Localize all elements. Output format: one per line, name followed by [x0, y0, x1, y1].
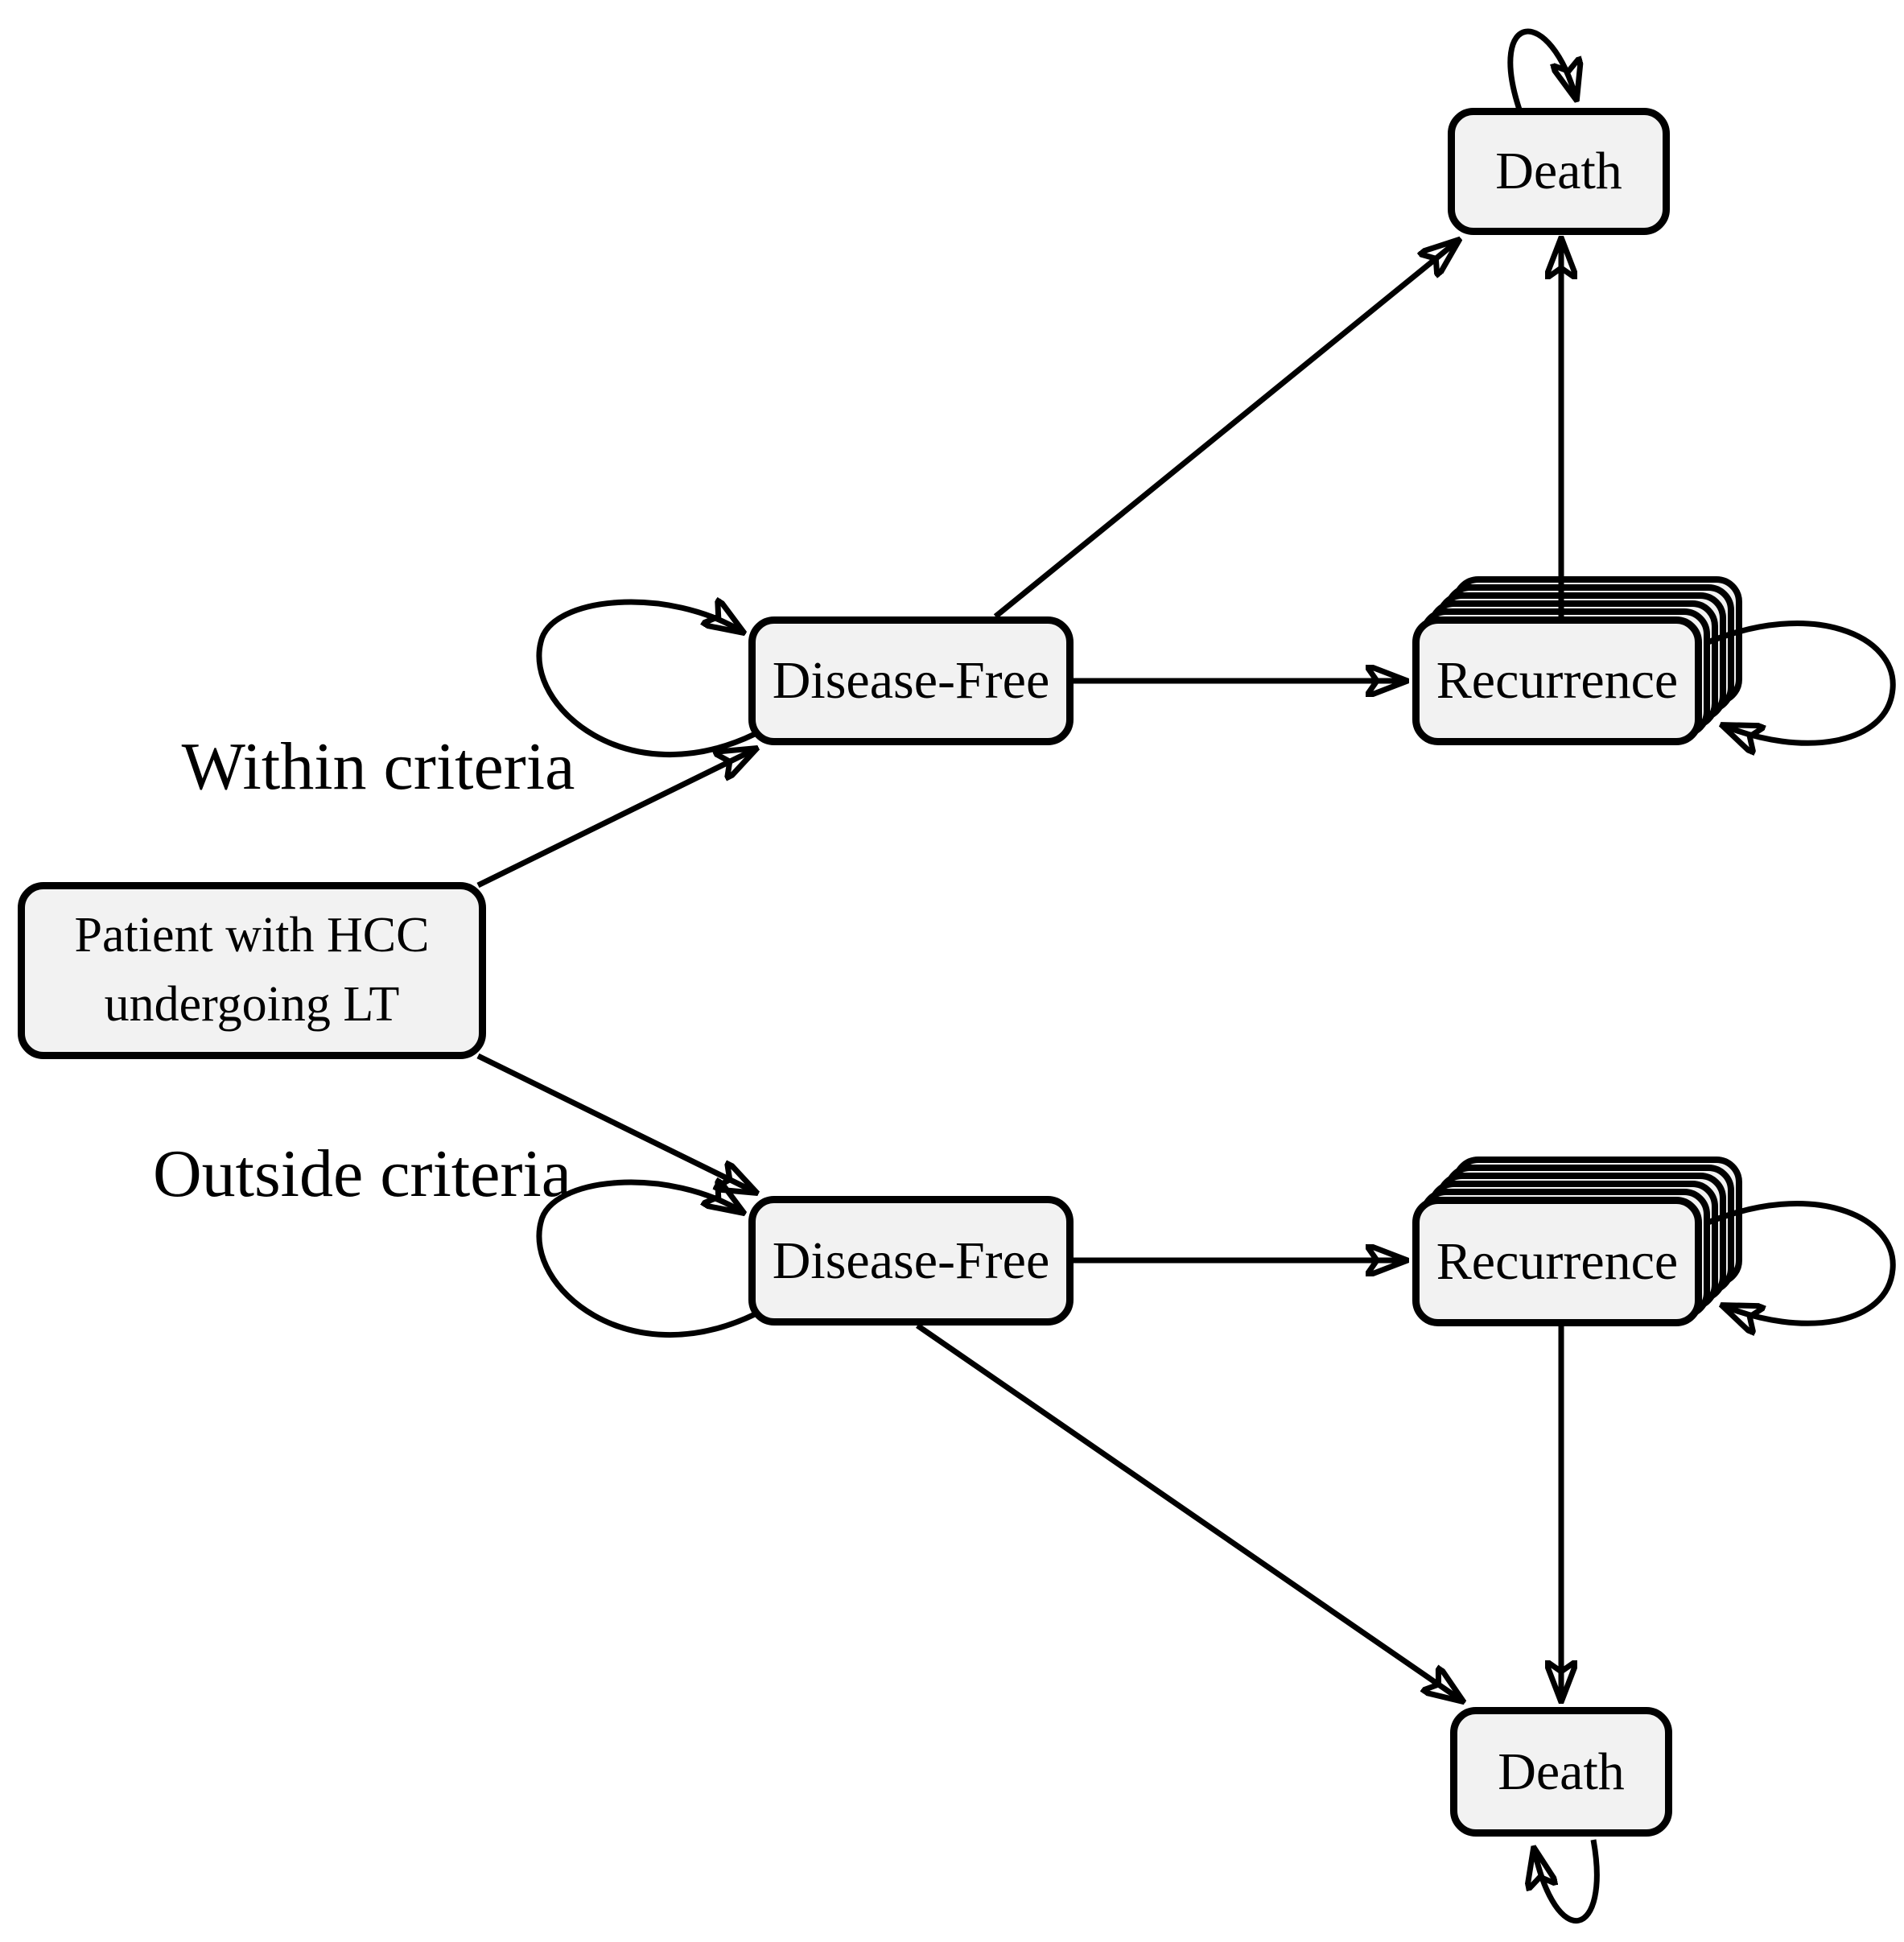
edge-recurrence-top-self-loop: [1704, 621, 1896, 744]
node-patient-label-line2: undergoing LT: [104, 977, 400, 1032]
node-death-top-label: Death: [1495, 142, 1622, 201]
edge-disease-free-bottom-self-loop: [536, 1182, 756, 1338]
node-disease-free-top: Disease-Free: [748, 616, 1074, 745]
edge-disease-free-bottom-to-death-bottom: [916, 1323, 1463, 1701]
node-disease-free-top-label: Disease-Free: [772, 651, 1050, 711]
edge-disease-free-top-self-loop: [536, 602, 756, 758]
edge-disease-free-top-to-death-top: [993, 240, 1459, 619]
node-recurrence-bottom: Recurrence: [1412, 1197, 1702, 1326]
edge-death-bottom-self-loop: [1534, 1839, 1600, 1924]
node-disease-free-bottom-label: Disease-Free: [772, 1231, 1050, 1290]
node-disease-free-bottom: Disease-Free: [748, 1196, 1074, 1326]
edge-death-top-self-loop: [1507, 28, 1576, 111]
node-death-bottom-label: Death: [1498, 1742, 1625, 1801]
node-patient-label-line1: Patient with HCC: [74, 908, 430, 963]
node-recurrence-bottom-label: Recurrence: [1436, 1231, 1679, 1291]
node-recurrence-top-label: Recurrence: [1436, 651, 1679, 711]
node-patient: Patient with HCC undergoing LT: [18, 882, 486, 1059]
branch-label-within: Within criteria: [181, 729, 575, 804]
node-recurrence-top: Recurrence: [1412, 616, 1702, 745]
node-death-top: Death: [1448, 108, 1670, 235]
edge-patient-to-disease-free-bottom: [476, 1053, 756, 1193]
node-death-bottom: Death: [1450, 1707, 1672, 1837]
edge-recurrence-bottom-self-loop: [1704, 1201, 1896, 1324]
edge-patient-to-disease-free-top: [476, 748, 756, 889]
branch-label-outside: Outside criteria: [152, 1136, 572, 1211]
